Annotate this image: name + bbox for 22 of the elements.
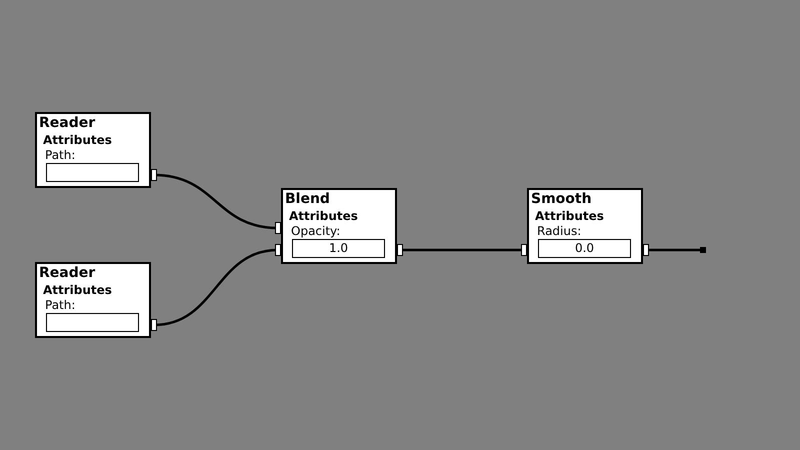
- node-title: Reader: [39, 265, 96, 282]
- connector-wire: [151, 169, 281, 234]
- node-card: [281, 188, 397, 264]
- node-title: Reader: [39, 115, 96, 132]
- input-field: 0.0: [538, 239, 631, 258]
- section-heading: Attributes: [535, 209, 604, 224]
- connector-wire: [643, 244, 706, 256]
- field-label: Path:: [45, 298, 76, 313]
- connector-wire: [151, 244, 281, 331]
- input-field: 1.0: [292, 239, 385, 258]
- node-card: [35, 112, 151, 188]
- connector-wire: [397, 244, 527, 256]
- field-label: Opacity:: [291, 224, 340, 239]
- node-title: Blend: [285, 191, 330, 208]
- section-heading: Attributes: [43, 283, 112, 298]
- section-heading: Attributes: [289, 209, 358, 224]
- node-title: Smooth: [531, 191, 592, 208]
- section-heading: Attributes: [43, 133, 112, 148]
- field-label: Path:: [45, 148, 76, 163]
- node-card: [527, 188, 643, 264]
- node-card: [35, 262, 151, 338]
- field-label: Radius:: [537, 224, 582, 239]
